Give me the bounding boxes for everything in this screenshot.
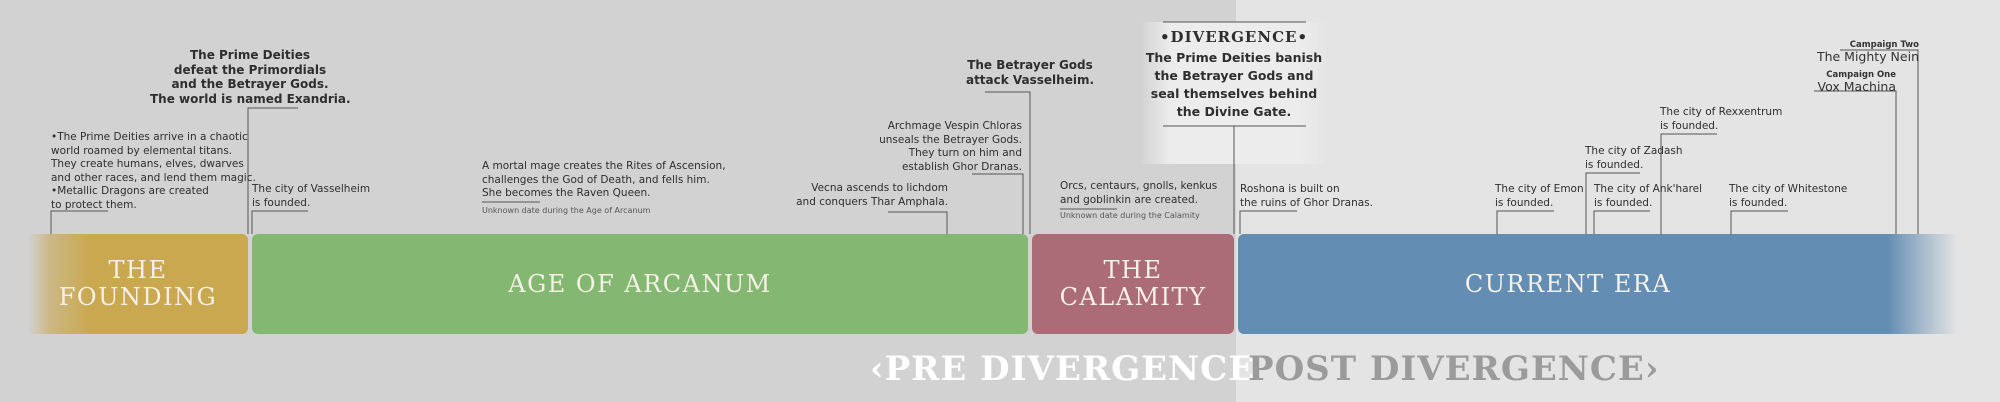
event-divergence: •DIVERGENCE• The Prime Deities banish th… (1140, 25, 1328, 121)
connector-line (247, 107, 298, 234)
connector-line (1814, 90, 1897, 234)
event-text-line: seal themselves behind (1150, 86, 1318, 101)
event-rexxentrum-founded: The city of Rexxentrum is founded. (1660, 106, 1782, 133)
event-text-line: the Divine Gate. (1176, 104, 1292, 119)
event-orcs-created: Orcs, centaurs, gnolls, kenkus and gobli… (1060, 180, 1217, 207)
event-text-line: establish Ghor Dranas. (901, 160, 1022, 173)
event-text-line: •The Prime Deities arrive in a chaotic (51, 131, 248, 143)
calamity-date-note: Unknown date during the Calamity (1060, 211, 1200, 220)
connector-line (972, 173, 1024, 234)
connector-line (985, 91, 1031, 234)
event-text-line: The Betrayer Gods (967, 58, 1093, 72)
event-text-line: is founded. (1585, 158, 1644, 171)
event-roshona-built: Roshona is built on the ruins of Ghor Dr… (1240, 183, 1373, 210)
event-primordials-defeated: The Prime Deities defeat the Primordials… (150, 48, 351, 106)
campaign-two-name: The Mighty Nein (1816, 49, 1919, 64)
event-zadash-founded: The city of Zadash is founded. (1585, 145, 1683, 172)
connector-line (251, 210, 308, 234)
event-text-line: Orcs, centaurs, gnolls, kenkus (1060, 180, 1218, 192)
connector-line (1840, 49, 1919, 234)
connector-line (1730, 210, 1788, 234)
event-text-line: A mortal mage creates the Rites of Ascen… (482, 160, 726, 172)
event-text-line: Vecna ascends to lichdom (811, 182, 948, 194)
connector-line (50, 210, 108, 234)
divergence-heading: •DIVERGENCE• (1159, 28, 1309, 46)
event-text-line: the Betrayer Gods and (1154, 68, 1314, 83)
event-text-line: They turn on him and (908, 147, 1022, 159)
event-text-line: is founded. (1729, 196, 1788, 209)
era-calamity-line-1: THE (1103, 256, 1163, 284)
post-divergence-background (1236, 0, 2000, 402)
campaign-one-name: Vox Machina (1817, 79, 1896, 94)
event-emon-founded: The city of Emon is founded. (1495, 183, 1584, 210)
era-current-label: CURRENT ERA (1464, 269, 1672, 298)
event-text-line: and other races, and lend them magic. (51, 171, 256, 184)
event-text-line: and goblinkin are created. (1060, 193, 1198, 206)
event-text-line: The city of Emon (1495, 183, 1584, 195)
event-text-line: She becomes the Raven Queen. (482, 187, 651, 199)
event-text-line: The city of Rexxentrum (1660, 106, 1783, 118)
event-text-line: is founded. (252, 196, 311, 209)
event-whitestone-founded: The city of Whitestone is founded. (1729, 183, 1847, 210)
event-text-line: The Prime Deities (189, 48, 311, 62)
era-current-era: CURRENT ERA (1238, 234, 1958, 334)
connector-line (1593, 210, 1650, 234)
post-divergence-label: POST DIVERGENCE› (1248, 349, 1660, 389)
era-founding-line-1: THE (108, 256, 168, 284)
event-text-line: •Metallic Dragons are created (51, 185, 209, 197)
event-text-line: Archmage Vespin Chloras (887, 120, 1022, 132)
era-calamity-line-2: CALAMITY (1059, 283, 1207, 311)
event-text-line: is founded. (1495, 196, 1554, 209)
era-arcanum-label: AGE OF ARCANUM (508, 269, 772, 298)
connector-line (1239, 210, 1297, 234)
event-text-line: and the Betrayer Gods. (171, 77, 329, 91)
campaign-two-label: Campaign Two (1849, 40, 1919, 50)
event-vespin-chloras: Archmage Vespin Chloras unseals the Betr… (822, 120, 1022, 174)
event-betrayers-attack: The Betrayer Gods attack Vasselheim. (930, 58, 1130, 87)
event-text-line: attack Vasselheim. (965, 72, 1095, 87)
pre-divergence-label: ‹PRE DIVERGENCE (870, 349, 1256, 389)
connector-line (888, 211, 948, 234)
event-text-line: to protect them. (51, 198, 137, 211)
connector-line (1233, 125, 1306, 234)
event-text-line: is founded. (1594, 196, 1653, 209)
event-vasselheim-founded: The city of Vasselheim is founded. (252, 183, 370, 210)
era-age-of-arcanum: AGE OF ARCANUM (252, 234, 1028, 334)
event-vecna-lichdom: Vecna ascends to lichdom and conquers Th… (748, 182, 948, 209)
event-text-line: The city of Zadash (1585, 145, 1683, 157)
connector-line (1660, 133, 1717, 234)
connector-line (1496, 210, 1554, 234)
event-text-line: Roshona is built on (1240, 183, 1340, 195)
event-text-line: The world is named Exandria. (150, 91, 351, 106)
event-text-line: unseals the Betrayer Gods. (879, 133, 1022, 146)
event-text-line: The city of Vasselheim (252, 183, 371, 195)
connector-line (1585, 172, 1640, 234)
event-ankharel-founded: The city of Ank'harel is founded. (1594, 183, 1702, 210)
event-text-line: The city of Whitestone (1729, 183, 1848, 195)
event-prime-deities-arrive: •The Prime Deities arrive in a chaotic w… (51, 131, 256, 212)
campaign-one-label: Campaign One (1826, 70, 1896, 80)
event-text-line: and conquers Thar Amphala. (796, 195, 948, 208)
event-text-line: The Prime Deities banish (1145, 50, 1323, 65)
event-rites-of-ascension: A mortal mage creates the Rites of Ascen… (482, 160, 726, 201)
event-text-line: The city of Ank'harel (1594, 183, 1703, 195)
event-text-line: the ruins of Ghor Dranas. (1240, 196, 1373, 209)
era-founding-line-2: FOUNDING (58, 283, 218, 311)
rites-date-note: Unknown date during the Age of Arcanum (482, 206, 651, 215)
event-text-line: challenges the God of Death, and fells h… (482, 173, 710, 186)
event-text-line: is founded. (1660, 119, 1719, 132)
event-text-line: world roamed by elemental titans. (51, 144, 233, 157)
event-text-line: defeat the Primordials (173, 62, 327, 77)
event-text-line: They create humans, elves, dwarves (51, 158, 244, 170)
